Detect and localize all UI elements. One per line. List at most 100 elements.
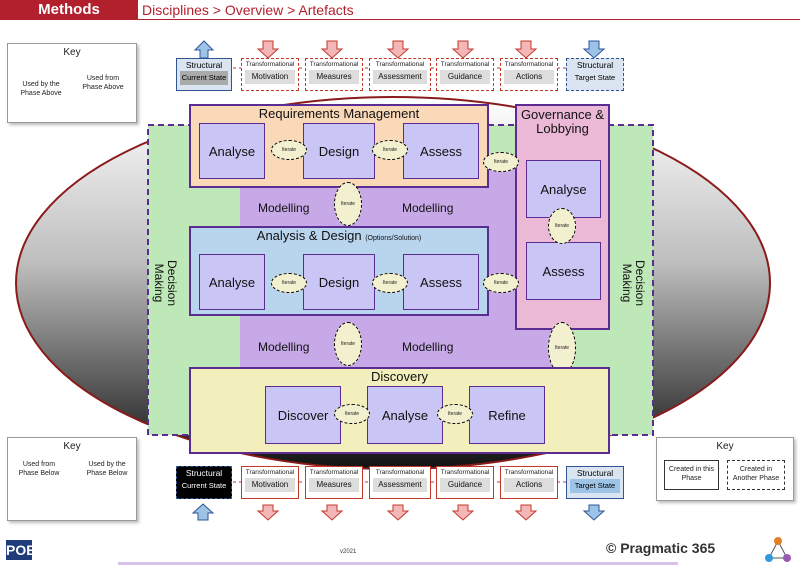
top-structural-current[interactable]: Structural Current State xyxy=(176,58,232,91)
top-structural-target-t2: Target State xyxy=(574,73,616,82)
bottom-structural-current-t1: Structural xyxy=(185,468,223,478)
bottom-motivation-t2: Motivation xyxy=(245,478,295,492)
bottom-structural-current-t2: Current State xyxy=(181,481,227,490)
bottom-structural-target-t2: Target State xyxy=(570,479,620,493)
bottom-motivation-t1: Transformational xyxy=(245,469,295,476)
phase-discovery: Discovery Discover Analyse Refine xyxy=(189,367,610,454)
bottom-measures-t1: Transformational xyxy=(309,469,359,476)
gov-analyse[interactable]: Analyse xyxy=(526,160,601,218)
iterate-gov: Iterate xyxy=(548,208,576,244)
top-motivation[interactable]: Transformational Motivation xyxy=(241,58,299,91)
req-analyse[interactable]: Analyse xyxy=(199,123,265,179)
disc-analyse[interactable]: Analyse xyxy=(367,386,443,444)
bottom-structural-target[interactable]: Structural Target State xyxy=(566,466,624,499)
modelling-label-2: Modelling xyxy=(402,201,454,215)
ad-design[interactable]: Design xyxy=(303,254,375,310)
top-motivation-t1: Transformational xyxy=(245,61,295,68)
top-assessment-t2: Assessment xyxy=(373,70,427,84)
key-right-dashed: Created in Another Phase xyxy=(727,460,785,490)
brand-network-icon xyxy=(765,537,791,562)
key-bottom-left: Used from Phase Below xyxy=(18,461,60,477)
top-actions-t1: Transformational xyxy=(504,61,554,68)
key-bottom-title: Key xyxy=(63,441,81,452)
top-actions-t2: Actions xyxy=(504,70,554,84)
bottom-measures[interactable]: Transformational Measures xyxy=(305,466,363,499)
poet-logo-text: POET xyxy=(6,540,45,560)
req-design[interactable]: Design xyxy=(303,123,375,179)
bottom-assessment-t2: Assessment xyxy=(373,478,427,492)
poet-logo: POET xyxy=(6,540,45,560)
phase-discovery-title: Discovery xyxy=(370,369,429,384)
top-assessment[interactable]: Transformational Assessment xyxy=(369,58,431,91)
phase-analysis-design-title-text: Analysis & Design xyxy=(256,228,362,243)
bottom-assessment-t1: Transformational xyxy=(375,469,425,476)
top-measures-t2: Measures xyxy=(309,70,359,84)
top-structural-current-t2: Current State xyxy=(180,71,228,85)
decision-making-right: Decision Making xyxy=(620,259,647,307)
breadcrumb[interactable]: Disciplines > Overview > Artefacts xyxy=(142,2,354,18)
iterate-modelling-2: Iterate xyxy=(334,322,362,366)
top-measures-t1: Transformational xyxy=(309,61,359,68)
key-right-title: Key xyxy=(716,441,734,452)
decision-making-left: Decision Making xyxy=(152,259,179,307)
iterate-disc-1: Iterate xyxy=(334,404,370,424)
top-measures[interactable]: Transformational Measures xyxy=(305,58,363,91)
disc-discover[interactable]: Discover xyxy=(265,386,341,444)
version-label: v2021 xyxy=(340,549,357,555)
gov-assess[interactable]: Assess xyxy=(526,242,601,300)
key-right-solid: Created in this Phase xyxy=(664,460,719,490)
bottom-actions[interactable]: Transformational Actions xyxy=(500,466,558,499)
key-bottom-right: Used by the Phase Below xyxy=(86,461,128,477)
top-motivation-t2: Motivation xyxy=(245,70,295,84)
bottom-guidance[interactable]: Transformational Guidance xyxy=(436,466,494,499)
iterate-ad-2: Iterate xyxy=(372,273,408,293)
top-structural-current-t1: Structural xyxy=(185,60,223,70)
key-right: Key Created in this Phase Created in Ano… xyxy=(656,437,794,501)
disc-refine[interactable]: Refine xyxy=(469,386,545,444)
phase-requirements-title: Requirements Management xyxy=(258,106,420,121)
bottom-actions-t1: Transformational xyxy=(504,469,554,476)
key-top-title: Key xyxy=(63,47,81,58)
header-divider xyxy=(138,19,800,20)
modelling-label-4: Modelling xyxy=(402,340,454,354)
key-bottom: Key Used from Phase Below Used by the Ph… xyxy=(7,437,137,521)
bottom-structural-target-t1: Structural xyxy=(576,468,614,478)
top-actions[interactable]: Transformational Actions xyxy=(500,58,558,91)
section-title: Methods xyxy=(0,0,138,20)
bottom-structural-current[interactable]: Structural Current State xyxy=(176,466,232,499)
iterate-ad-gov: Iterate xyxy=(483,273,519,293)
top-guidance-t2: Guidance xyxy=(440,70,490,84)
bottom-guidance-t2: Guidance xyxy=(440,478,490,492)
bottom-measures-t2: Measures xyxy=(309,478,359,492)
top-guidance-t1: Transformational xyxy=(440,61,490,68)
top-assessment-t1: Transformational xyxy=(375,61,425,68)
bottom-assessment[interactable]: Transformational Assessment xyxy=(369,466,431,499)
key-top-right: Used from Phase Above xyxy=(82,75,124,91)
bottom-guidance-t1: Transformational xyxy=(440,469,490,476)
iterate-ad-1: Iterate xyxy=(271,273,307,293)
brand-name: © Pragmatic 365 xyxy=(606,540,716,556)
iterate-req-2: Iterate xyxy=(372,140,408,160)
iterate-disc-2: Iterate xyxy=(437,404,473,424)
key-top: Key Used by the Phase Above Used from Ph… xyxy=(7,43,137,123)
modelling-label-1: Modelling xyxy=(258,201,310,215)
iterate-modelling-1: Iterate xyxy=(334,182,362,226)
phase-analysis-design-subtitle: (Options/Solution) xyxy=(365,235,422,242)
phase-governance-title: Governance & Lobbying xyxy=(520,107,605,136)
ad-analyse[interactable]: Analyse xyxy=(199,254,265,310)
top-guidance[interactable]: Transformational Guidance xyxy=(436,58,494,91)
phase-analysis-design: Analysis & Design (Options/Solution) Ana… xyxy=(189,226,489,316)
bottom-actions-t2: Actions xyxy=(504,478,554,492)
phase-analysis-design-title: Analysis & Design (Options/Solution) xyxy=(191,228,487,243)
iterate-gov-discovery: Iterate xyxy=(548,322,576,374)
bottom-motivation[interactable]: Transformational Motivation xyxy=(241,466,299,499)
ad-assess[interactable]: Assess xyxy=(403,254,479,310)
modelling-label-3: Modelling xyxy=(258,340,310,354)
top-structural-target[interactable]: Structural Target State xyxy=(566,58,624,91)
req-assess[interactable]: Assess xyxy=(403,123,479,179)
phase-requirements: Requirements Management Analyse Design A… xyxy=(189,104,489,188)
iterate-req-1: Iterate xyxy=(271,140,307,160)
top-structural-target-t1: Structural xyxy=(576,60,614,70)
key-top-left: Used by the Phase Above xyxy=(20,81,62,97)
iterate-req-gov: Iterate xyxy=(483,152,519,172)
